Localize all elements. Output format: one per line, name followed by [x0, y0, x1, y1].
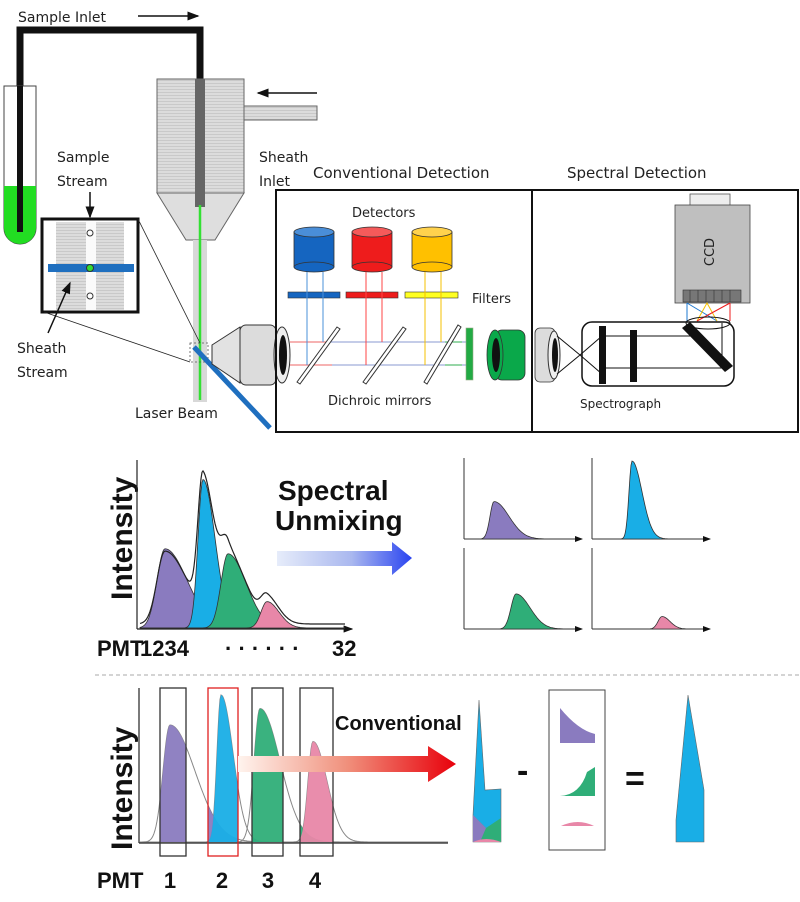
- spectral-detection-title: Spectral Detection: [567, 164, 707, 182]
- spectrograph-label: Spectrograph: [580, 397, 661, 411]
- spectral-xlabel-prefix: PMT: [97, 636, 144, 661]
- sheath-inlet-label-2: Inlet: [259, 174, 291, 190]
- pmt-channel-2: 2: [216, 868, 228, 893]
- pmt-channel-3: 3: [262, 868, 274, 893]
- spectral-detection-box: [531, 189, 799, 433]
- spectral-unmixing-label-1: Spectral: [278, 475, 389, 506]
- conventional-ylabel: Intensity: [106, 726, 139, 850]
- dispersed-light: [686, 301, 731, 322]
- spectrograph: [579, 316, 735, 387]
- sample-stream-label-1: Sample: [57, 150, 110, 166]
- detector-blue: [293, 226, 335, 273]
- unmixed-green-panel: [463, 548, 583, 632]
- filter-yellow: [404, 291, 459, 299]
- interrogation-point-inset: [40, 217, 209, 363]
- conv-purple-channel-fill: [160, 725, 186, 842]
- sample-test-tube: [3, 85, 37, 245]
- detector-yellow: [411, 226, 453, 273]
- conv-blue-channel-fill: [208, 695, 238, 842]
- conv-pink-curve: [140, 740, 448, 843]
- green-filter: [465, 327, 474, 381]
- spectral-plot: [136, 460, 354, 633]
- conventional-detection-title: Conventional Detection: [313, 164, 490, 182]
- unmixed-purple: [470, 501, 574, 540]
- sheath-inlet-label-1: Sheath: [259, 150, 308, 166]
- detectors-label: Detectors: [352, 206, 416, 221]
- unmixed-spectra: [463, 458, 711, 632]
- spectral-unmixing-arrow: [277, 542, 412, 575]
- green-detector-lens: [486, 329, 526, 381]
- sheath-stream-label-1: Sheath: [17, 341, 66, 357]
- spectral-ylabel: Intensity: [106, 476, 139, 600]
- unmixed-green: [470, 593, 574, 630]
- pmt-channel-4: 4: [309, 868, 322, 893]
- spectral-x-end: 32: [332, 636, 356, 661]
- ccd-camera: CCD: [674, 193, 751, 304]
- conventional-arrow: [238, 746, 456, 782]
- spectral-unmixing-label-2: Unmixing: [275, 505, 403, 536]
- equals-sign: =: [625, 760, 645, 798]
- filter-blue: [287, 291, 341, 299]
- filter-red: [345, 291, 399, 299]
- unmixed-purple-panel: [463, 458, 583, 542]
- conventional-arrow-label: Conventional: [335, 713, 462, 735]
- mixed-channel-2-signal: [472, 699, 502, 843]
- laser-beam: [192, 345, 272, 430]
- pmt-channel-1: 1: [164, 868, 176, 893]
- collection-objective: [211, 324, 291, 386]
- sum-envelope: [139, 469, 345, 625]
- conventional-xlabel-prefix: PMT: [97, 868, 144, 893]
- unmixed-blue-panel: [591, 458, 711, 542]
- sheath-stream-label-2: Stream: [17, 365, 68, 381]
- unmixed-blue: [598, 460, 702, 540]
- filters-label: Filters: [472, 292, 511, 307]
- laser-beam-label: Laser Beam: [135, 406, 218, 422]
- spectral-x-dots: · · · · · ·: [225, 636, 300, 661]
- pink-peak: [140, 601, 345, 629]
- unmixed-pink-panel: [591, 548, 711, 632]
- pmt-window-1: [159, 687, 187, 857]
- sample-stream-label-2: Stream: [57, 174, 108, 190]
- dichroic-mirrors: [296, 324, 462, 385]
- unmixed-pink: [598, 616, 702, 630]
- spillover-box: [548, 689, 606, 851]
- dichroic-mirrors-label: Dichroic mirrors: [328, 394, 432, 409]
- sample-inlet-label: Sample Inlet: [18, 10, 106, 26]
- detector-red: [351, 226, 393, 273]
- ccd-label: CCD: [703, 238, 718, 266]
- conv-green-channel-fill: [252, 708, 283, 842]
- spectral-lens: [534, 327, 581, 383]
- flow-cell: [156, 78, 318, 402]
- minus-sign: -: [517, 752, 528, 790]
- sheath-stream-arrow: [47, 281, 71, 334]
- spectral-x-start: 1234: [140, 636, 190, 661]
- conv-pink-channel-fill: [300, 741, 333, 842]
- compensated-signal: [675, 694, 705, 843]
